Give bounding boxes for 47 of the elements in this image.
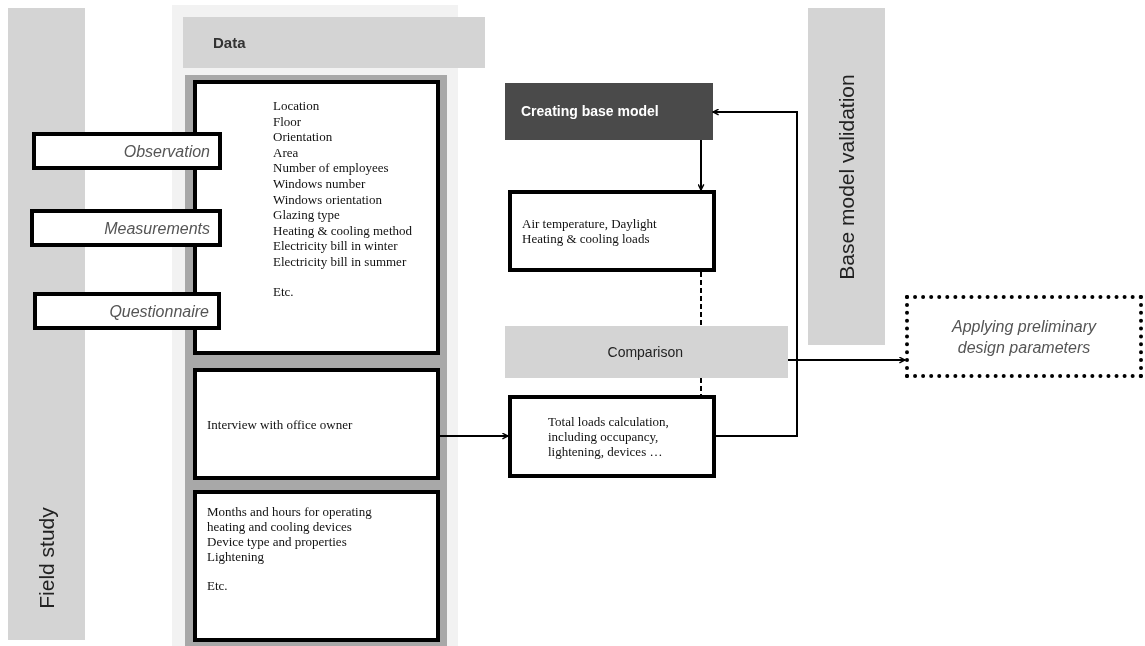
header-band <box>183 17 485 68</box>
box-text: Etc. <box>207 578 229 593</box>
box-text: Device type and properties <box>207 534 348 549</box>
box-text: Creating base model <box>521 104 660 119</box>
box-text: Months and hours for operating heating and cooling devices <box>207 504 373 534</box>
box-text: Lightening <box>207 549 266 564</box>
box-text: Questionnaire <box>109 303 209 319</box>
box-text: Interview with office owner <box>207 416 354 432</box>
box-text: Heating & cooling loads <box>522 231 651 246</box>
connector-line <box>700 377 702 396</box>
box-text: Measurements <box>104 220 210 236</box>
list-item: Windows number <box>273 175 367 192</box>
method-box <box>30 209 222 247</box>
arrow <box>439 432 509 440</box>
process-box <box>508 395 716 478</box>
list-item: Electricity bill in summer <box>273 253 408 270</box>
list-item: Area <box>273 144 300 161</box>
box-text: Field study <box>34 507 59 609</box>
box-text: Observation <box>123 143 210 159</box>
box-text: Total loads calculation, including occupancy, lightening, devices … <box>548 414 670 459</box>
arrow <box>712 108 798 437</box>
box-text: Comparison <box>607 344 683 360</box>
list-item: Floor <box>273 113 303 130</box>
arrow <box>787 356 906 364</box>
method-box <box>33 292 221 330</box>
method-box <box>32 132 222 170</box>
list-item: Heating & cooling method <box>273 222 413 239</box>
output-box <box>905 295 1143 378</box>
list-item: Glazing type <box>273 207 341 223</box>
process-box <box>193 490 440 642</box>
list-item: Number of employees <box>273 160 390 176</box>
box-text: Base model validation <box>834 73 859 280</box>
list-item: Orientation <box>273 129 334 145</box>
list-item: Location <box>273 98 321 114</box>
list-item: Electricity bill in winter <box>273 238 399 254</box>
list-item: Etc. <box>273 283 295 300</box>
connector-line <box>700 271 702 327</box>
box-text: Data <box>213 35 247 50</box>
process-box <box>193 368 440 480</box>
list-item: Windows orientation <box>273 191 383 208</box>
stage-band <box>808 8 885 345</box>
box-text: Applying preliminary design parameters <box>950 316 1098 358</box>
arrow <box>697 139 705 191</box>
box-text: Air temperature, Daylight <box>522 216 658 231</box>
step-band <box>505 326 788 378</box>
process-box <box>508 190 716 272</box>
process-box <box>505 83 713 140</box>
